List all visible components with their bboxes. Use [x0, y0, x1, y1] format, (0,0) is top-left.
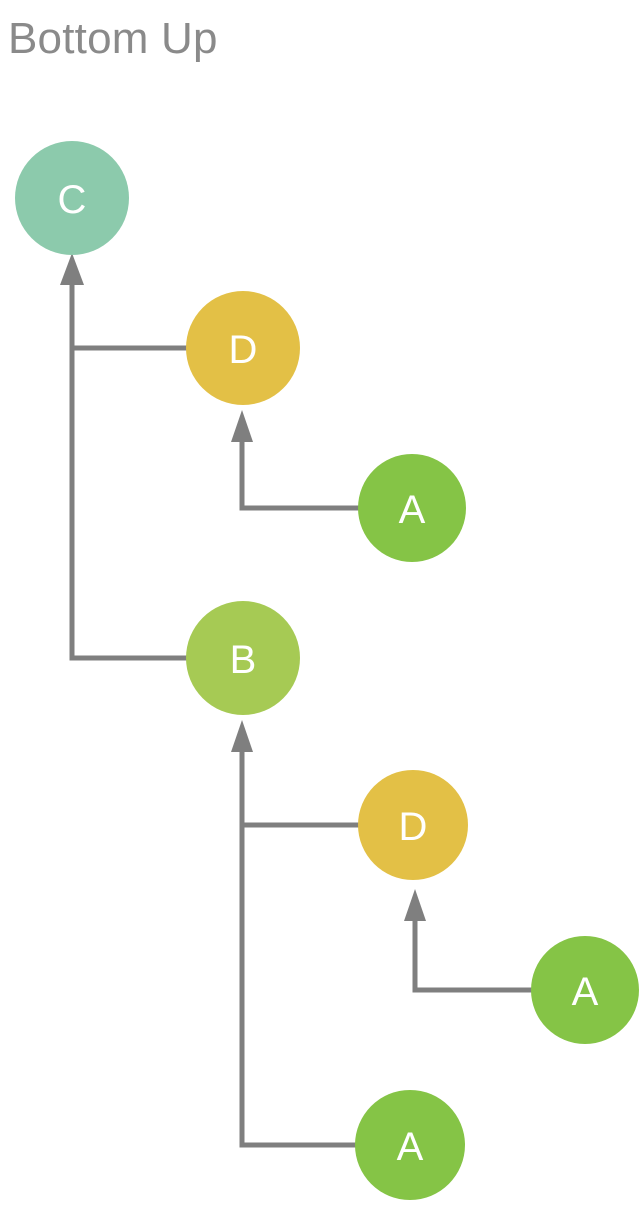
node-circle[interactable] [531, 936, 639, 1044]
arrowhead-into-d-upper [231, 410, 253, 442]
node-group: C D A B D A [15, 141, 639, 1200]
node-a-upper[interactable]: A [358, 454, 466, 562]
arrowhead-into-c [60, 253, 84, 285]
node-circle[interactable] [358, 770, 468, 880]
arrowhead-into-d-lower [404, 889, 426, 921]
node-circle[interactable] [358, 454, 466, 562]
node-b-mid[interactable]: B [186, 601, 300, 715]
page-title: Bottom Up [8, 14, 218, 63]
edge-group [60, 253, 585, 1148]
node-circle[interactable] [355, 1090, 465, 1200]
node-a-bottom[interactable]: A [355, 1090, 465, 1200]
node-circle[interactable] [15, 141, 129, 255]
node-circle[interactable] [186, 601, 300, 715]
node-circle[interactable] [186, 291, 300, 405]
node-d-upper[interactable]: D [186, 291, 300, 405]
arrowhead-into-b [231, 720, 253, 752]
edge-a-right-to-d-lower [404, 889, 585, 993]
edge-a-upper-to-d-upper [231, 410, 412, 511]
node-a-lower-right[interactable]: A [531, 936, 639, 1044]
node-c-root[interactable]: C [15, 141, 129, 255]
node-d-lower[interactable]: D [358, 770, 468, 880]
edge-a-bottom-to-b-mid [231, 720, 410, 1148]
